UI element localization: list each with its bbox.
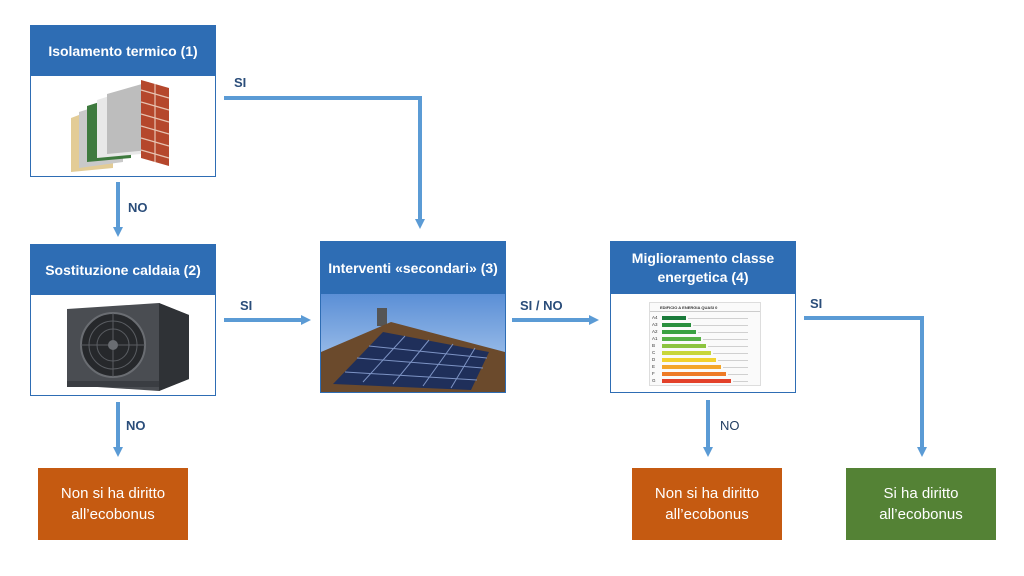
energy-grade-label: A4 xyxy=(652,315,658,320)
energy-grade-label: D xyxy=(652,357,656,362)
energy-label-heading: EDIFICIO A ENERGIA QUASI 0 xyxy=(650,303,760,312)
energy-grade-bar xyxy=(662,358,716,362)
energy-grade-row: E xyxy=(652,364,752,370)
energy-grade-line xyxy=(693,325,748,326)
energy-grade-label: A2 xyxy=(652,329,658,334)
energy-grade-label: E xyxy=(652,364,656,369)
energy-grade-row: A4 xyxy=(652,315,752,321)
energy-grade-line xyxy=(713,353,748,354)
secondary-title: Interventi «secondari» (3) xyxy=(321,242,505,294)
edge-label-insulation-no: NO xyxy=(128,200,148,215)
energy-grade-bar xyxy=(662,365,721,369)
insulation-title: Isolamento termico (1) xyxy=(31,26,215,76)
edge-label-boiler-no: NO xyxy=(126,418,146,433)
energy-grade-label: G xyxy=(652,378,656,383)
energy-grade-row: C xyxy=(652,350,752,356)
insulation-layers-icon xyxy=(31,76,215,176)
arrow-energy-yes xyxy=(804,316,927,457)
solar-panels-roof-icon xyxy=(321,294,505,392)
result-no-bonus-right: Non si ha diritto all’ecobonus xyxy=(632,468,782,540)
energy-grade-line xyxy=(688,318,748,319)
edge-label-insulation-yes: SI xyxy=(234,75,247,90)
energy-grade-line xyxy=(718,360,748,361)
energy-grade-bar xyxy=(662,351,711,355)
energy-grade-line xyxy=(708,346,748,347)
energy-grade-row: F xyxy=(652,371,752,377)
edge-label-secondary-out: SI / NO xyxy=(520,298,563,313)
energy-grade-row: A1 xyxy=(652,336,752,342)
energy-grade-label: A1 xyxy=(652,336,658,341)
insulation-node: Isolamento termico (1) xyxy=(30,25,216,177)
energy-grade-bar xyxy=(662,337,701,341)
energy-grade-line xyxy=(733,381,748,382)
energy-grade-label: F xyxy=(652,371,655,376)
heat-pump-unit-icon xyxy=(31,295,215,395)
energy-grade-bar xyxy=(662,330,696,334)
energy-grade-bar xyxy=(662,379,731,383)
energy-class-node: Miglioramento classe energetica (4) EDIF… xyxy=(610,241,796,393)
energy-grade-bar xyxy=(662,344,706,348)
energy-grade-line xyxy=(723,367,748,368)
energy-grade-bar xyxy=(662,323,691,327)
energy-grade-bar xyxy=(662,372,726,376)
energy-grade-row: A3 xyxy=(652,322,752,328)
secondary-node: Interventi «secondari» (3) xyxy=(320,241,506,393)
energy-grade-line xyxy=(698,332,748,333)
energy-grade-row: B xyxy=(652,343,752,349)
energy-grade-label: B xyxy=(652,343,656,348)
edge-label-energy-yes: SI xyxy=(810,296,823,311)
energy-grade-line xyxy=(703,339,748,340)
result-bonus: Si ha diritto all’ecobonus xyxy=(846,468,996,540)
boiler-node: Sostituzione caldaia (2) xyxy=(30,244,216,396)
energy-grade-row: G xyxy=(652,378,752,384)
edge-label-energy-no: NO xyxy=(720,418,740,433)
energy-grade-label: A3 xyxy=(652,322,658,327)
arrow-insulation-yes xyxy=(224,96,425,229)
result-no-bonus-left: Non si ha diritto all’ecobonus xyxy=(38,468,188,540)
energy-grade-bar xyxy=(662,316,686,320)
edge-label-boiler-yes: SI xyxy=(240,298,253,313)
energy-grade-row: A2 xyxy=(652,329,752,335)
boiler-title: Sostituzione caldaia (2) xyxy=(31,245,215,295)
energy-class-title: Miglioramento classe energetica (4) xyxy=(611,242,795,294)
energy-grade-row: D xyxy=(652,357,752,363)
energy-grade-label: C xyxy=(652,350,656,355)
energy-grade-line xyxy=(728,374,748,375)
